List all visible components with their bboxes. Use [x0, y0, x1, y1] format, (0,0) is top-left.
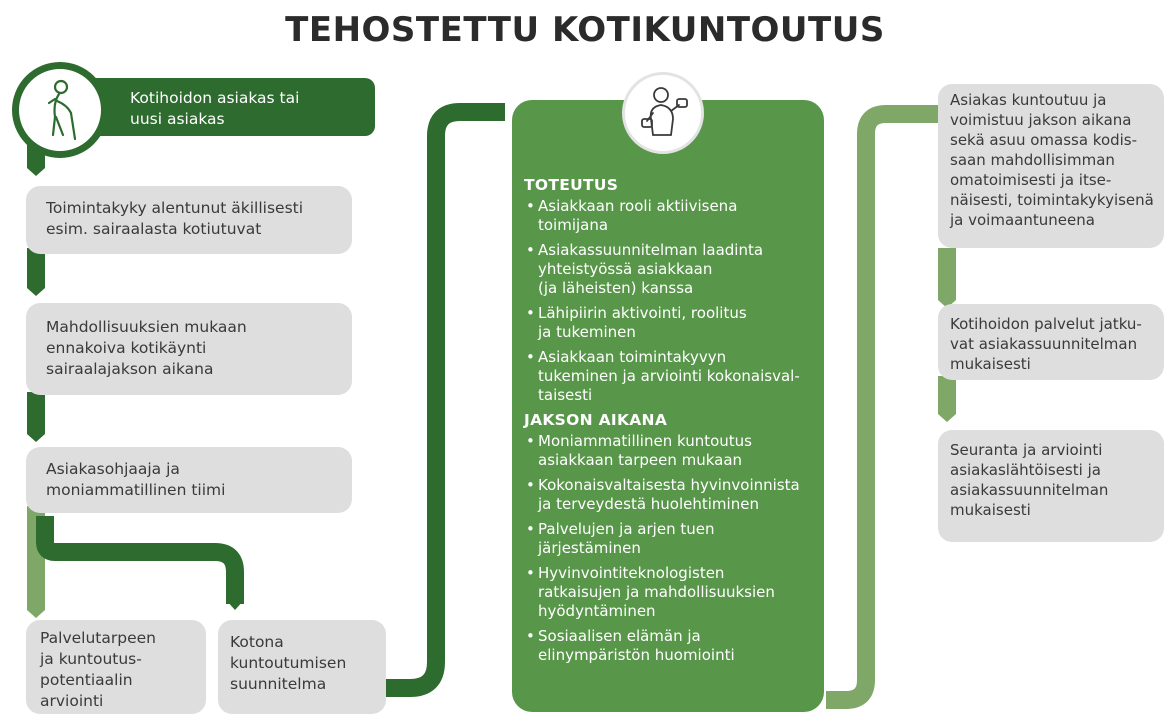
right-connectors — [938, 248, 956, 422]
list-item: •Sosiaalisen elämän ja elinympäristön hu… — [526, 627, 735, 664]
outcome-box: Asiakas kuntoutuu ja voimistuu jakson ai… — [938, 84, 1164, 248]
list-item: •Lähipiirin aktivointi, roolitus ja tuke… — [526, 304, 747, 341]
needs-assessment-box: Palvelutarpeen ja kuntoutus- potentiaali… — [26, 620, 206, 714]
home-rehab-plan-box: Kotona kuntoutumisen suunnitelma — [218, 620, 386, 714]
follow-up-box: Seuranta ja arviointi asiakaslähtöisesti… — [938, 430, 1164, 542]
dumbbell-exercise-icon — [622, 72, 704, 154]
branch-right-arrow — [36, 516, 244, 604]
center-to-right-connector — [826, 105, 945, 709]
list-item: •Moniammatillinen kuntoutus asiakkaan ta… — [526, 432, 752, 469]
during-period-list: •Moniammatillinen kuntoutus asiakkaan ta… — [522, 432, 814, 665]
services-continue-box: Kotihoidon palvelut jatku- vat asiakassu… — [938, 304, 1164, 380]
page-title: TEHOSTETTU KOTIKUNTOUTUS — [285, 10, 885, 50]
team-box: Asiakasohjaaja ja moniammatillinen tiimi — [26, 447, 352, 513]
preemptive-visit-box: Mahdollisuuksien mukaan ennakoiva kotikä… — [26, 303, 352, 395]
implementation-list: •Asiakkaan rooli aktiivisena toimijana •… — [522, 197, 814, 405]
list-item: •Kokonaisvaltaisesta hyvinvoinnista ja t… — [526, 476, 800, 513]
list-item: •Hyvinvointiteknologisten ratkaisujen ja… — [526, 564, 775, 620]
list-item: •Asiakassuunnitelman laadinta yhteistyös… — [526, 241, 764, 297]
list-item: •Asiakkaan toimintakyvyn tukeminen ja ar… — [526, 348, 800, 404]
sudden-decline-box: Toimintakyky alentunut äkillisesti esim.… — [26, 186, 352, 254]
elderly-person-icon — [12, 62, 108, 158]
implementation-heading: TOTEUTUS — [524, 176, 619, 194]
list-item: •Asiakkaan rooli aktiivisena toimijana — [526, 197, 738, 234]
left-connectors — [27, 130, 45, 442]
list-item: •Palvelujen ja arjen tuen järjestäminen — [526, 520, 715, 557]
implementation-panel: TOTEUTUS •Asiakkaan rooli aktiivisena to… — [512, 100, 824, 712]
during-period-heading: JAKSON AIKANA — [524, 411, 668, 429]
plan-to-center-connector — [385, 103, 505, 697]
start-label: Kotihoidon asiakas tai uusi asiakas — [85, 78, 375, 136]
